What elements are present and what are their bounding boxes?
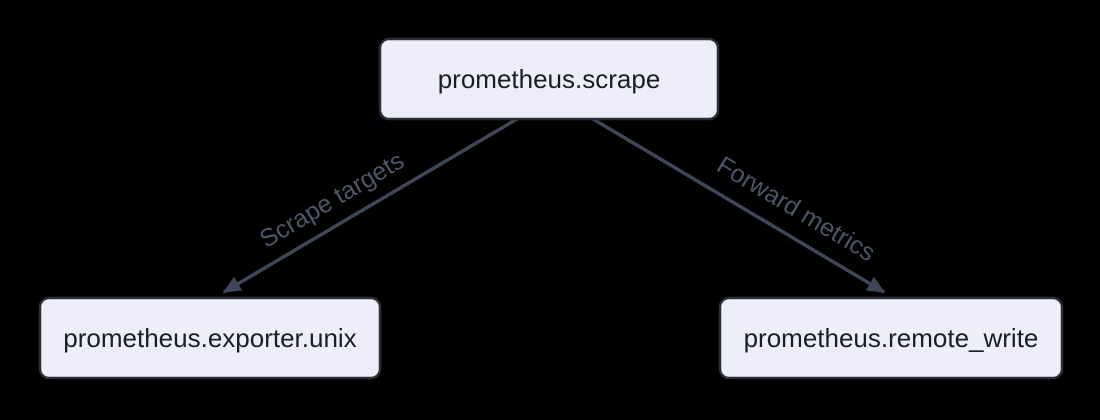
node-label: prometheus.exporter.unix <box>63 323 356 353</box>
node-prometheus-scrape: prometheus.scrape <box>378 37 720 121</box>
node-prometheus-remote-write: prometheus.remote_write <box>718 296 1064 380</box>
node-box <box>38 296 382 380</box>
edge-label-forward-metrics: Forward metrics <box>712 151 880 267</box>
node-box <box>718 296 1064 380</box>
edge-scrape-targets: Scrape targets <box>222 117 518 294</box>
edge-line-scrape-targets <box>222 117 518 294</box>
edge-label-scrape-targets: Scrape targets <box>255 146 409 253</box>
node-prometheus-exporter-unix: prometheus.exporter.unix <box>38 296 382 380</box>
node-label: prometheus.remote_write <box>744 323 1039 353</box>
node-box <box>378 37 720 121</box>
edge-line-forward-metrics <box>592 117 886 294</box>
edge-forward-metrics: Forward metrics <box>592 117 886 294</box>
node-label: prometheus.scrape <box>438 64 661 94</box>
